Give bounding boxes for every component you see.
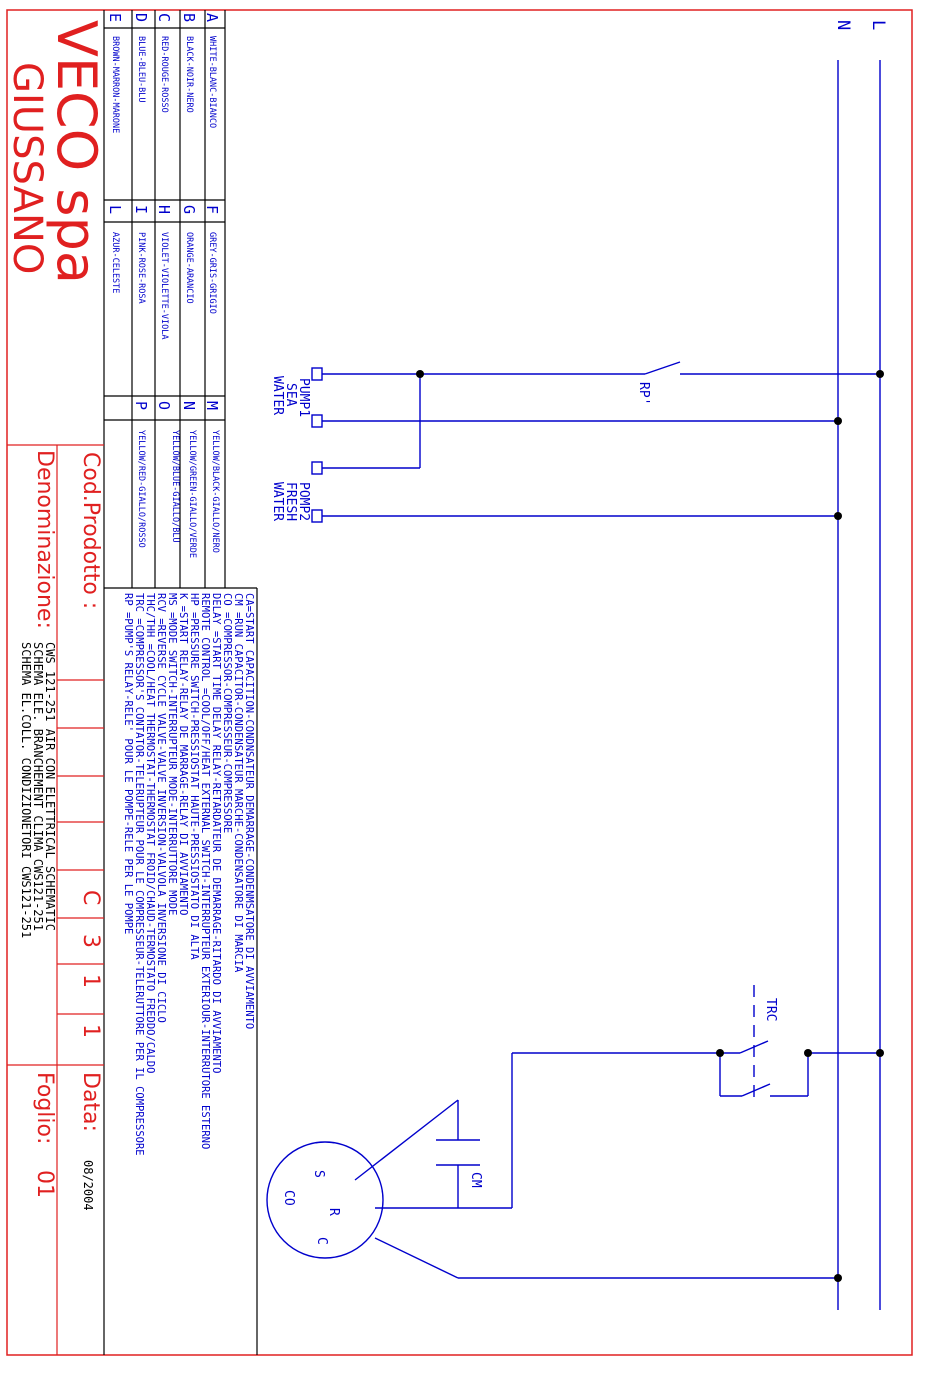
color-name: RED-ROUGE-ROSSO xyxy=(159,36,169,113)
color-name: BROWN-MARRON-MARONE xyxy=(110,36,120,133)
color-name: ORANGE-ARANCIO xyxy=(184,232,194,304)
junction-trc-L xyxy=(876,1049,884,1057)
trc-label: TRC xyxy=(763,998,778,1021)
color-code: I xyxy=(132,205,150,214)
color-code: G xyxy=(180,205,198,214)
terminal-pump1-a xyxy=(311,367,323,381)
trc-contact2-blade xyxy=(741,1083,771,1097)
junction-trc-left xyxy=(716,1049,724,1057)
legend-line: HP =PRESSURE SWITCH-PRESSIOSTAT HAUTE-PR… xyxy=(188,593,200,960)
wire-C-to-N xyxy=(374,1237,459,1279)
color-code: A xyxy=(203,13,221,22)
rp-switch-blade xyxy=(644,361,681,375)
color-code: L xyxy=(106,205,124,214)
pump-terminals xyxy=(311,367,323,523)
color-name: WHITE-BLANC-BIANCO xyxy=(207,36,217,128)
sheet-border xyxy=(6,9,913,1356)
product-code-digit: C xyxy=(78,890,103,905)
color-table: A B C D E F G H I L M N O P WHITE-BLANC-… xyxy=(103,10,226,1355)
color-code: D xyxy=(132,13,150,22)
color-code: B xyxy=(180,13,198,22)
legend-line: CO =COMPRESSOR-COMPRESSEUR-COMPRESSORE xyxy=(221,593,233,833)
legend-line: THC/THH =COOL/HEAT THERMOSTAT-THERMOSTAT… xyxy=(144,593,156,1073)
pump1-label-3: WATER xyxy=(270,376,285,415)
terminal-r-label: R xyxy=(326,1208,341,1216)
legend-line: RP =PUMP'S RELAY-RELE' POUR LE POMPE-REL… xyxy=(122,593,134,934)
color-code: C xyxy=(155,13,173,22)
color-name: PINK-ROSE-ROSA xyxy=(136,232,146,304)
terminal-pump2-a xyxy=(311,461,323,475)
legend-line: MS =MODE SWITCH-INTERRUPTEUR MODE-INTERR… xyxy=(166,593,178,915)
sheet-label: Foglio: xyxy=(32,1072,57,1144)
denomination-line: SCHEMA EL.COLL. CONDIZIONETORI CWS121-25… xyxy=(19,642,33,938)
legend-line: CM =RUN CAPACITOR-CONDENSATEUR MARCHE-CO… xyxy=(232,593,244,973)
junctions xyxy=(416,370,884,1282)
color-code: H xyxy=(155,205,173,214)
color-name: VIOLET-VIOLETTE-VIOLA xyxy=(159,232,169,339)
cm-label: CM xyxy=(468,1172,483,1188)
product-code-digit: 3 xyxy=(78,934,103,948)
product-code-label: Cod.Prodotto : xyxy=(78,452,103,609)
color-code: P xyxy=(132,401,150,410)
junction-pump2-N xyxy=(834,512,842,520)
terminal-pump1-b xyxy=(311,414,323,428)
color-name: YELLOW/BLACK-GIALLO/NERO xyxy=(210,430,220,553)
legend-block: CA=START CAPACITION-CONDNSATEUR DEMARRAG… xyxy=(104,587,258,1355)
company-name: VECO spa xyxy=(45,20,108,284)
junction-pump1-N xyxy=(834,417,842,425)
pump1-label-1: PUMP1 xyxy=(296,378,311,417)
color-name: AZUR-CELESTE xyxy=(110,232,120,293)
legend-line: RCV =REVERSE CYCLE VALVE-VALVE INVERSION… xyxy=(155,593,167,1023)
junction-pump-bridge xyxy=(416,370,424,378)
date-value: 08/2004 xyxy=(81,1160,95,1211)
color-name: BLUE-BLEU-BLU xyxy=(136,36,146,103)
color-code: F xyxy=(203,205,221,214)
junction-trc-right xyxy=(804,1049,812,1057)
legend-line: CA=START CAPACITION-CONDNSATEUR DEMARRAG… xyxy=(243,593,255,1029)
terminal-s-label: S xyxy=(311,1170,326,1178)
pump2-label-1: POMP2 xyxy=(296,482,311,521)
color-name: GREY-GRIS-GRIGIO xyxy=(207,232,217,314)
rail-L-label: L xyxy=(868,20,888,30)
pump2-label-2: FRESH xyxy=(283,482,298,521)
denomination-line: CWS 121-251 AIR CON ELETTRICAL SCHEMATIC xyxy=(43,642,57,931)
terminal-pump2-b xyxy=(311,509,323,523)
rp-switch-label: RP' xyxy=(636,382,651,405)
junction-comp-N xyxy=(834,1274,842,1282)
legend-line: DELAY =START TIME DELAY RELAY-RETARDATEU… xyxy=(210,593,222,1073)
compressor-label: CO xyxy=(281,1190,296,1206)
sheet-number: 01 xyxy=(32,1170,57,1198)
pump2-label-3: WATER xyxy=(270,482,285,521)
wiring xyxy=(266,60,881,1310)
pump1-label-2: SEA xyxy=(283,383,298,407)
terminal-c-label: C xyxy=(314,1237,329,1245)
denomination-line: SCHEMA ELE. BRANCHEMENT CLIMA CWS121-251 xyxy=(31,642,45,931)
color-name: BLACK-NOIR-NERO xyxy=(184,36,194,113)
color-code: E xyxy=(106,13,124,22)
rail-N-label: N xyxy=(833,20,853,30)
compressor-motor xyxy=(266,1141,384,1259)
color-name: YELLOW/RED-GIALLO/ROSSO xyxy=(136,430,146,548)
junction-rp xyxy=(876,370,884,378)
color-code: N xyxy=(180,401,198,410)
color-code: O xyxy=(155,401,173,410)
date-label: Data: xyxy=(78,1072,103,1132)
company-city: GIUSSANO xyxy=(4,62,50,274)
legend-line: K =START RELAY-RELAY DE MARRAGE-RELAY DI… xyxy=(177,593,189,915)
legend-line: REMOTE CONTROL =COOL/OFF/HEAT EXTERNAL S… xyxy=(199,593,211,1149)
color-code: M xyxy=(203,401,221,410)
legend-line: TRC =COMPRESSOR'S CONTATOR-TELERUPTEUR P… xyxy=(133,593,145,1156)
color-name: YELLOW/GREEN-GIALLO/VERDE xyxy=(187,430,197,558)
denomination-label: Denominazione: xyxy=(32,450,57,629)
product-code-digit: 1 xyxy=(78,1024,103,1038)
color-name: YELLOW/BLUE-GIALLO/BLU xyxy=(170,430,180,543)
title-block: VECO spa GIUSSANO Cod.Prodotto : C 3 1 1… xyxy=(4,20,108,1355)
product-code-digit: 1 xyxy=(78,974,103,988)
